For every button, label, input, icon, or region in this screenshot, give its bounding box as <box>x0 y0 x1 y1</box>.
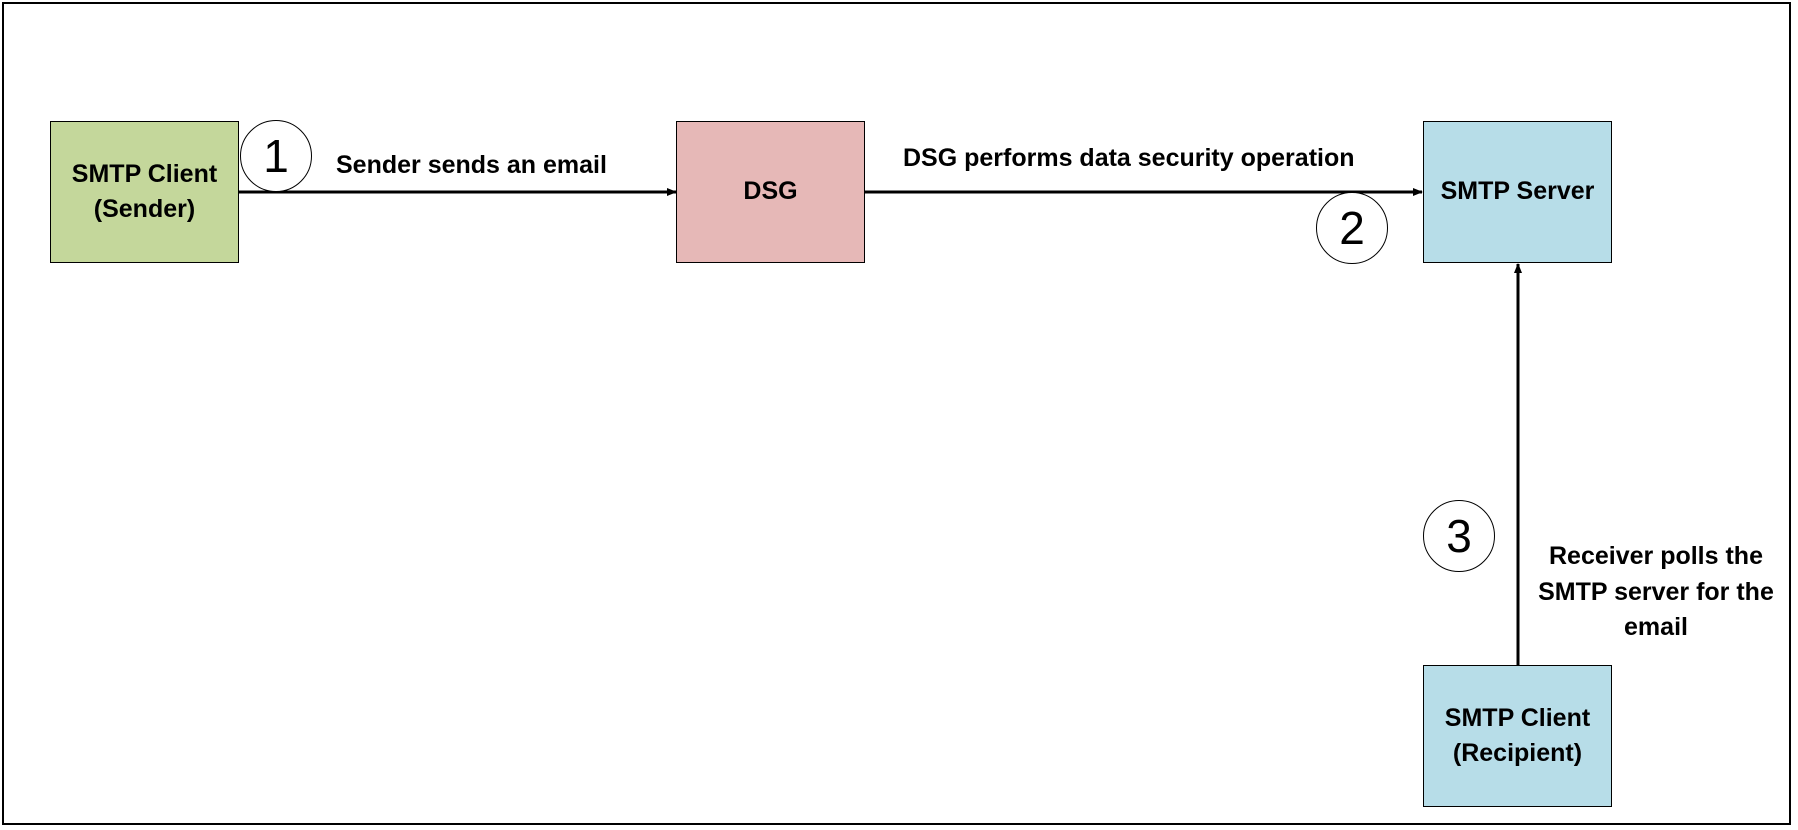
node-smtp-client-recipient: SMTP Client (Recipient) <box>1423 665 1612 807</box>
node-label-server: SMTP Server <box>1440 177 1595 206</box>
step-badge-2: 2 <box>1316 192 1388 264</box>
node-label-recipient: SMTP Client (Recipient) <box>1444 703 1591 768</box>
edge-label-secure: DSG performs data security operation <box>903 144 1355 172</box>
step-number-3: 3 <box>1446 510 1472 562</box>
step-badge-1: 1 <box>240 120 312 192</box>
step-number-2: 2 <box>1339 202 1365 254</box>
node-label-sender: SMTP Client (Sender) <box>71 159 218 224</box>
step-number-1: 1 <box>263 130 289 182</box>
node-label-dsg: DSG <box>743 177 798 206</box>
node-dsg: DSG <box>676 121 865 263</box>
node-smtp-client-sender: SMTP Client (Sender) <box>50 121 239 263</box>
step-badge-3: 3 <box>1423 500 1495 572</box>
edge-label-poll: Receiver polls the SMTP server for the e… <box>1538 542 1774 641</box>
node-smtp-server: SMTP Server <box>1423 121 1612 263</box>
edge-label-send: Sender sends an email <box>336 151 607 179</box>
